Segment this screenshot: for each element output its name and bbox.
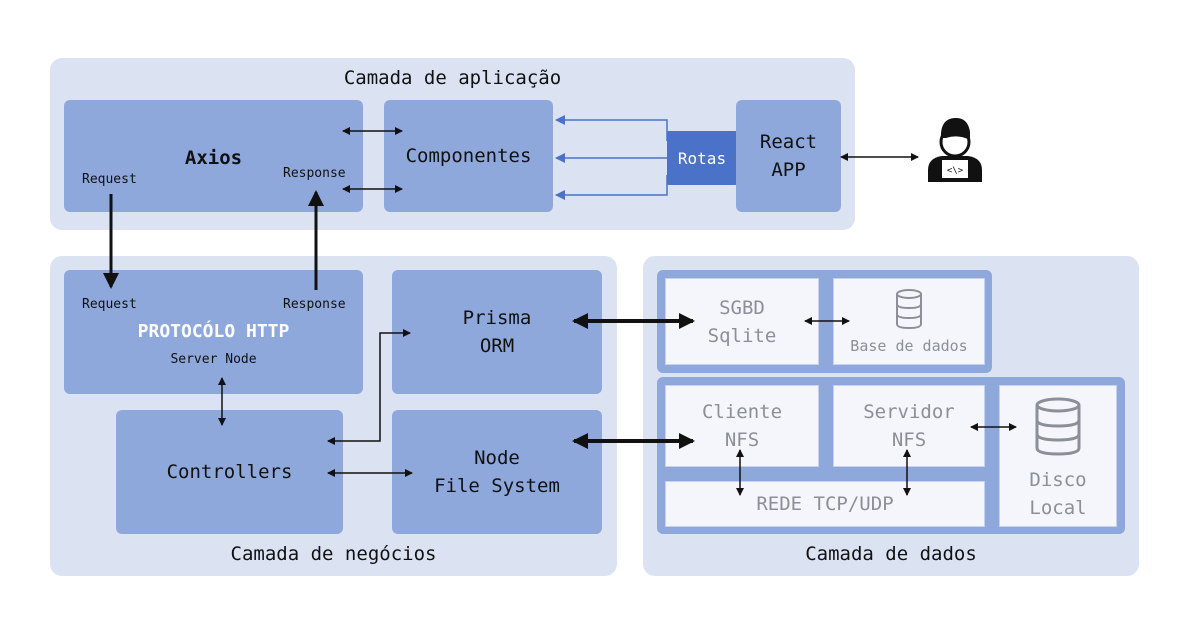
- http-protocol-title: PROTOCÓLO HTTP: [137, 321, 290, 342]
- servidor-nfs-label: NFS: [891, 429, 927, 451]
- rotas-box: Rotas: [667, 131, 737, 185]
- http-request-label: Request: [82, 297, 137, 312]
- controllers-label: Controllers: [166, 461, 293, 483]
- http-response-label: Response: [283, 297, 346, 312]
- servidor-label: Servidor: [863, 401, 955, 423]
- sqlite-label: Sqlite: [707, 324, 777, 347]
- cliente-nfs-box: Cliente NFS: [665, 385, 819, 467]
- controllers-prisma-arrow: [327, 329, 411, 445]
- app-label: APP: [771, 159, 806, 181]
- file-system-label: File System: [434, 475, 560, 497]
- database-label: Base de dados: [850, 337, 968, 355]
- cliente-label: Cliente: [701, 401, 783, 423]
- sgbd-label: SGBD: [719, 296, 765, 319]
- data-layer-title: Camada de dados: [805, 543, 977, 565]
- application-layer-title: Camada de aplicação: [343, 67, 562, 89]
- axios-response-label: Response: [283, 166, 346, 181]
- disco-label-wrap: Disco Local: [999, 466, 1117, 522]
- developer-user-icon: <\>: [918, 110, 990, 188]
- rotas-label: Rotas: [677, 148, 727, 168]
- disco-label: Disco: [1029, 469, 1087, 491]
- disk-icon: [1033, 396, 1083, 458]
- database-box: [833, 278, 985, 365]
- business-layer-title: Camada de negócios: [230, 543, 437, 565]
- componentes-box: Componentes: [384, 100, 553, 212]
- axios-componentes-arrows: [342, 127, 403, 193]
- react-label: React: [759, 131, 818, 153]
- disco-local-box: [999, 385, 1117, 527]
- prisma-label: Prisma: [462, 307, 532, 329]
- node-file-system-box: Node File System: [392, 410, 602, 534]
- http-protocol-box: [64, 270, 363, 394]
- svg-text:<\>: <\>: [947, 166, 964, 176]
- rede-label: REDE TCP/UDP: [756, 493, 894, 515]
- axios-label: Axios: [184, 147, 243, 169]
- react-app-box: React APP: [736, 100, 841, 212]
- cliente-nfs-label: NFS: [724, 429, 760, 451]
- rede-tcp-udp-box: REDE TCP/UDP: [665, 481, 985, 527]
- componentes-label: Componentes: [405, 145, 532, 167]
- node-label: Node: [474, 447, 520, 469]
- prisma-orm-box: Prisma ORM: [392, 270, 602, 394]
- servidor-nfs-box: Servidor NFS: [833, 385, 985, 467]
- orm-label: ORM: [479, 335, 515, 357]
- rotas-arrows: [555, 115, 668, 200]
- local-label: Local: [1029, 497, 1087, 519]
- server-node-label: Server Node: [170, 352, 257, 367]
- database-icon: [894, 288, 924, 330]
- controllers-box: Controllers: [116, 410, 343, 534]
- axios-request-label: Request: [82, 172, 137, 187]
